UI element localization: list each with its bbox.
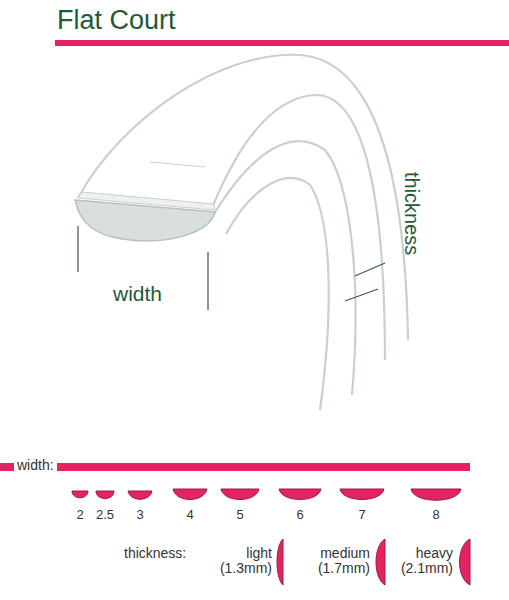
width-profiles — [72, 489, 461, 500]
width-number: 6 — [296, 508, 303, 522]
width-number: 3 — [136, 508, 143, 522]
leader-lines — [78, 226, 385, 310]
ring-top-face — [78, 192, 215, 210]
title: Flat Court — [57, 6, 176, 36]
dimension-label: thickness — [401, 172, 423, 255]
thickness-option: light (1.3mm) — [202, 546, 272, 577]
dimension-label: width — [113, 282, 162, 305]
thickness-option: medium (1.7mm) — [300, 546, 370, 577]
highlight-line — [150, 162, 205, 167]
width-number: 7 — [358, 508, 365, 522]
title-bar — [55, 40, 509, 46]
width-number: 4 — [186, 508, 193, 522]
width-bar — [0, 463, 470, 471]
width-number: 8 — [432, 508, 439, 522]
width-number: 2 — [76, 508, 83, 522]
section-label: thickness: — [124, 546, 186, 561]
thickness-profiles — [277, 539, 470, 585]
section-label: width: — [14, 458, 57, 473]
width-number: 5 — [236, 508, 243, 522]
width-number: 2.5 — [96, 508, 114, 522]
thickness-option: heavy (2.1mm) — [383, 546, 453, 577]
